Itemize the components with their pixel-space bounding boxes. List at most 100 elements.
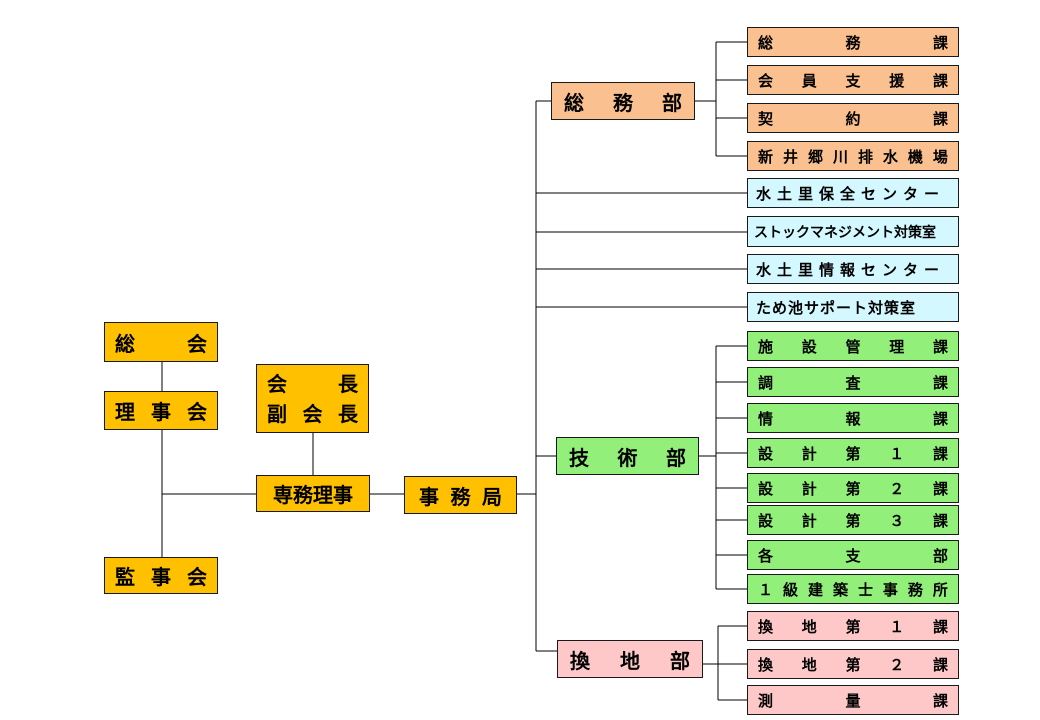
label-char: 務 (907, 580, 923, 599)
label-char: 課 (932, 511, 948, 530)
label-char: １ (889, 444, 905, 463)
engineering-division-box: 技術部 (556, 437, 699, 475)
label-char: 第 (845, 511, 861, 530)
label-char: 級 (782, 580, 798, 599)
label-char: 課 (932, 33, 948, 52)
label-char: 建 (807, 580, 823, 599)
label-char: ２ (889, 479, 905, 498)
label-char: 術 (617, 445, 638, 470)
label-char: 援 (889, 71, 905, 90)
contracts-section-box: 契約課 (747, 103, 959, 133)
label-char: 理 (115, 400, 135, 424)
label-char: 排 (857, 147, 873, 166)
label-char: 計 (801, 444, 817, 463)
label-char: 士 (857, 580, 873, 599)
general-affairs-section-box: 総務課 (747, 27, 959, 57)
label-char: 築 (832, 580, 848, 599)
label-char: 理 (889, 337, 905, 356)
label-char: 機 (907, 147, 923, 166)
label-char: 川 (832, 147, 848, 166)
label-char: 事 (882, 580, 898, 599)
label-char: 換 (758, 617, 774, 636)
label-char: 長 (338, 371, 358, 396)
land-replotting-division-box: 換地部 (557, 640, 703, 678)
executive-director-box: 専務理事 (256, 475, 370, 512)
center-box-2: ストックマネジメント対策室 (747, 216, 959, 247)
label-char: 会 (267, 371, 287, 396)
label-char: 課 (932, 444, 948, 463)
label-char: 換 (570, 648, 590, 673)
label-char: 地 (801, 617, 817, 636)
branch-offices-box: 各支部 (747, 540, 959, 570)
label-char: 場 (932, 147, 948, 166)
label-char: 務 (450, 484, 471, 509)
label-char: 事 (419, 484, 439, 509)
label-char: 部 (670, 648, 690, 673)
facility-management-section-box: 施設管理課 (747, 331, 959, 361)
chair-vice-chair-box: 会 長 副会長 (256, 364, 369, 433)
label-char: 地 (801, 655, 817, 674)
board-of-auditors-box: 監事会 (104, 557, 218, 594)
label-char: 会 (187, 331, 207, 356)
label-char: 調 (758, 373, 774, 392)
center-box-3: 水土里情報センター (747, 254, 959, 284)
label-char: 会 (187, 565, 207, 589)
label-char: 第 (845, 655, 861, 674)
center-box-4: ため池サポート対策室 (747, 292, 959, 322)
label-char: 総 (564, 90, 584, 115)
label-char: 情 (758, 409, 774, 428)
label-char: 事 (151, 400, 171, 424)
label-char: 水 (882, 147, 898, 166)
general-affairs-division-box: 総務部 (551, 82, 695, 120)
label-char: 部 (932, 546, 948, 565)
label-char: 課 (932, 617, 948, 636)
label-char: 計 (801, 511, 817, 530)
label-char: 課 (932, 479, 948, 498)
label-char: 総 (758, 33, 774, 52)
label-char: 事 (151, 565, 171, 589)
label-char: 設 (801, 337, 817, 356)
label-char: 第 (845, 444, 861, 463)
member-support-section-box: 会員支援課 (747, 65, 959, 95)
label-char: 総 (115, 331, 135, 356)
label-char: 所 (932, 580, 948, 599)
label-char: 換 (758, 655, 774, 674)
label-char: ３ (889, 511, 905, 530)
label-char: 支 (845, 546, 861, 565)
surveying-section-box: 測量課 (747, 685, 959, 715)
label-char: 報 (845, 409, 861, 428)
label-char: 課 (932, 337, 948, 356)
label-char: 量 (845, 691, 861, 710)
label-char: 約 (845, 109, 861, 128)
label-char: 技 (569, 445, 589, 470)
label-char: 第 (845, 617, 861, 636)
pump-station-box: 新井郷川排水機場 (747, 141, 959, 171)
label-char: 会 (758, 71, 774, 90)
label-char: 査 (845, 373, 861, 392)
secretariat-box: 事務局 (404, 476, 517, 514)
survey-section-box: 調査課 (747, 367, 959, 397)
label-char: 設 (758, 444, 774, 463)
label-char: 契 (758, 109, 774, 128)
label-char: 課 (932, 71, 948, 90)
label-char: 施 (758, 337, 774, 356)
label-char: １ (758, 580, 774, 599)
label-char: 員 (801, 71, 817, 90)
information-section-box: 情報課 (747, 403, 959, 433)
vice-chair-label: 副会長 (267, 399, 358, 429)
label-char: 地 (620, 648, 640, 673)
label-char: 会 (187, 400, 207, 424)
design-section-1-box: 設 計 第 １ 課 (747, 438, 959, 468)
label-char: 計 (801, 479, 817, 498)
label-char: 監 (115, 565, 135, 589)
label-char: 局 (482, 484, 502, 509)
label-char: 第 (845, 479, 861, 498)
label-char: 部 (662, 90, 682, 115)
label-char: 新 (758, 147, 774, 166)
